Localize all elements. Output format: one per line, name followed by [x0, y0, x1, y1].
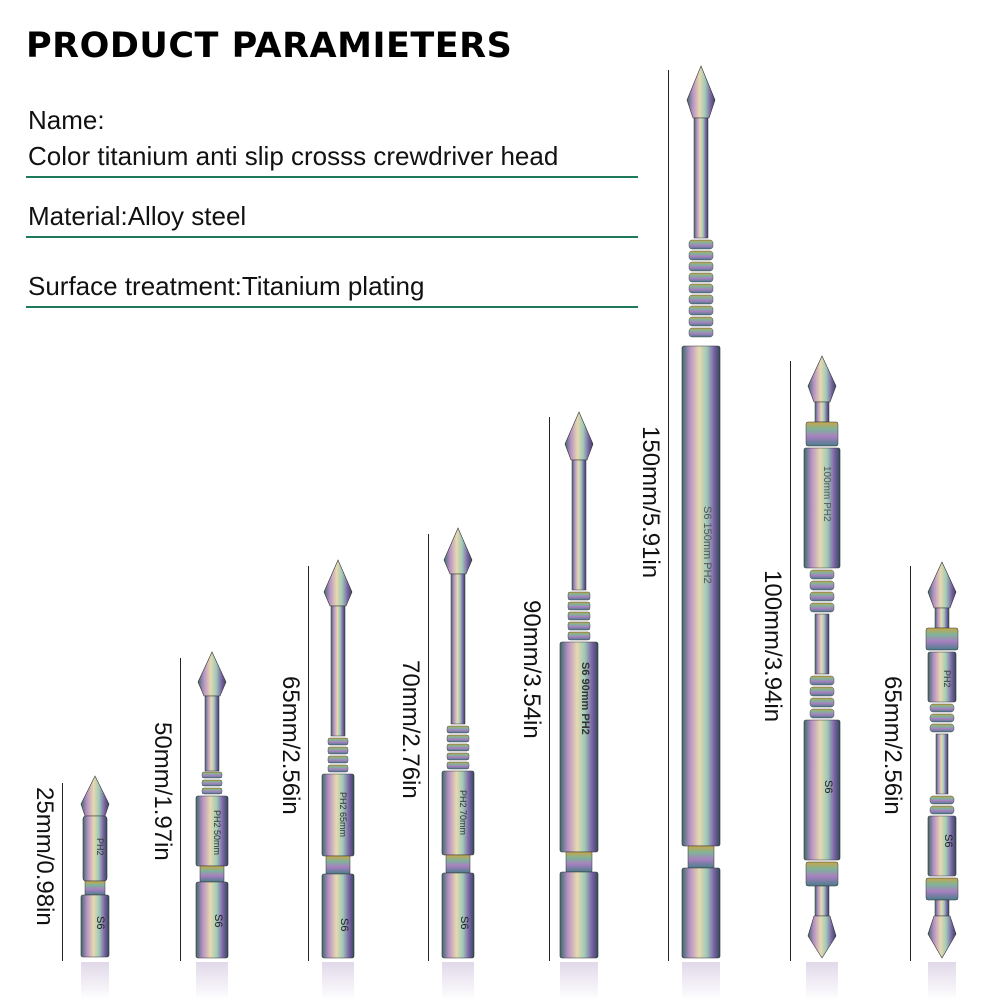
- bit-50mm: PH2 50mm S6: [190, 651, 234, 962]
- dimension-label-150mm: 150mm/5.91in: [637, 426, 664, 579]
- dimension-line-65mm-double: [910, 566, 911, 961]
- surface-text: Surface treatment:Titanium plating: [28, 271, 425, 301]
- bit-marking: S6: [212, 914, 224, 927]
- bit-marking: S6: [942, 834, 954, 847]
- reflection: [928, 962, 956, 1000]
- bit-70mm: PH2 70mm S6: [436, 527, 480, 962]
- dimension-line-65mm: [308, 566, 309, 961]
- dimension-line-90mm: [549, 417, 550, 961]
- bit-marking: S6: [822, 780, 834, 793]
- reflection: [806, 962, 838, 1000]
- dimension-line-50mm: [180, 658, 181, 961]
- divider-surface: [26, 306, 638, 308]
- dimension-label-65mm-double: 65mm/2.56in: [879, 676, 906, 815]
- dimension-line-100mm: [790, 361, 791, 961]
- dimension-label-65mm: 65mm/2.56in: [277, 676, 304, 815]
- bit-engraving: 100mm PH2: [821, 466, 832, 522]
- name-label: Name:: [28, 105, 105, 135]
- dimension-label-70mm: 70mm/2.76in: [397, 660, 424, 799]
- dimension-label-50mm: 50mm/1.97in: [149, 722, 176, 861]
- page-title: PRODUCT PARAMIETERS: [26, 26, 513, 66]
- bit-25mm: PH2 S6: [75, 775, 115, 961]
- bit-engraving: PH2: [942, 670, 952, 688]
- dimension-label-90mm: 90mm/3.54in: [518, 600, 545, 739]
- reflection: [196, 962, 228, 1000]
- dimension-label-100mm: 100mm/3.94in: [759, 570, 786, 723]
- divider-material: [26, 236, 638, 238]
- reflection: [560, 962, 598, 1000]
- reflection: [322, 962, 354, 1000]
- dimension-line-150mm: [668, 70, 669, 961]
- name-value: Color titanium anti slip crosss crewdriv…: [28, 141, 559, 171]
- dimension-line-25mm: [62, 783, 63, 961]
- bit-65mm: PH2 65mm S6: [316, 559, 360, 962]
- bit-100mm: 100mm PH2 S6: [800, 355, 844, 961]
- dimension-label-25mm: 25mm/0.98in: [31, 787, 58, 926]
- bit-engraving: PH2: [95, 838, 105, 856]
- bit-engraving: S6 90mm PH2: [579, 662, 591, 735]
- bit-engraving: S6 150mm PH2: [701, 506, 713, 584]
- reflection: [682, 962, 720, 1000]
- reflection: [81, 962, 109, 1000]
- bit-65mm-double: PH2 S6: [920, 561, 964, 962]
- material-text: Material:Alloy steel: [28, 201, 247, 231]
- bit-150mm: S6 150mm PH2: [678, 65, 724, 962]
- divider-name: [26, 176, 638, 178]
- bit-marking: S6: [338, 918, 350, 931]
- bit-engraving: PH2 65mm: [338, 792, 348, 837]
- reflection: [442, 962, 474, 1000]
- bit-engraving: PH2 50mm: [212, 810, 222, 855]
- bit-marking: S6: [458, 916, 470, 929]
- bit-engraving: PH2 70mm: [458, 790, 468, 835]
- bit-marking: S6: [94, 916, 106, 929]
- bit-90mm: S6 90mm PH2: [556, 411, 602, 962]
- dimension-line-70mm: [428, 534, 429, 961]
